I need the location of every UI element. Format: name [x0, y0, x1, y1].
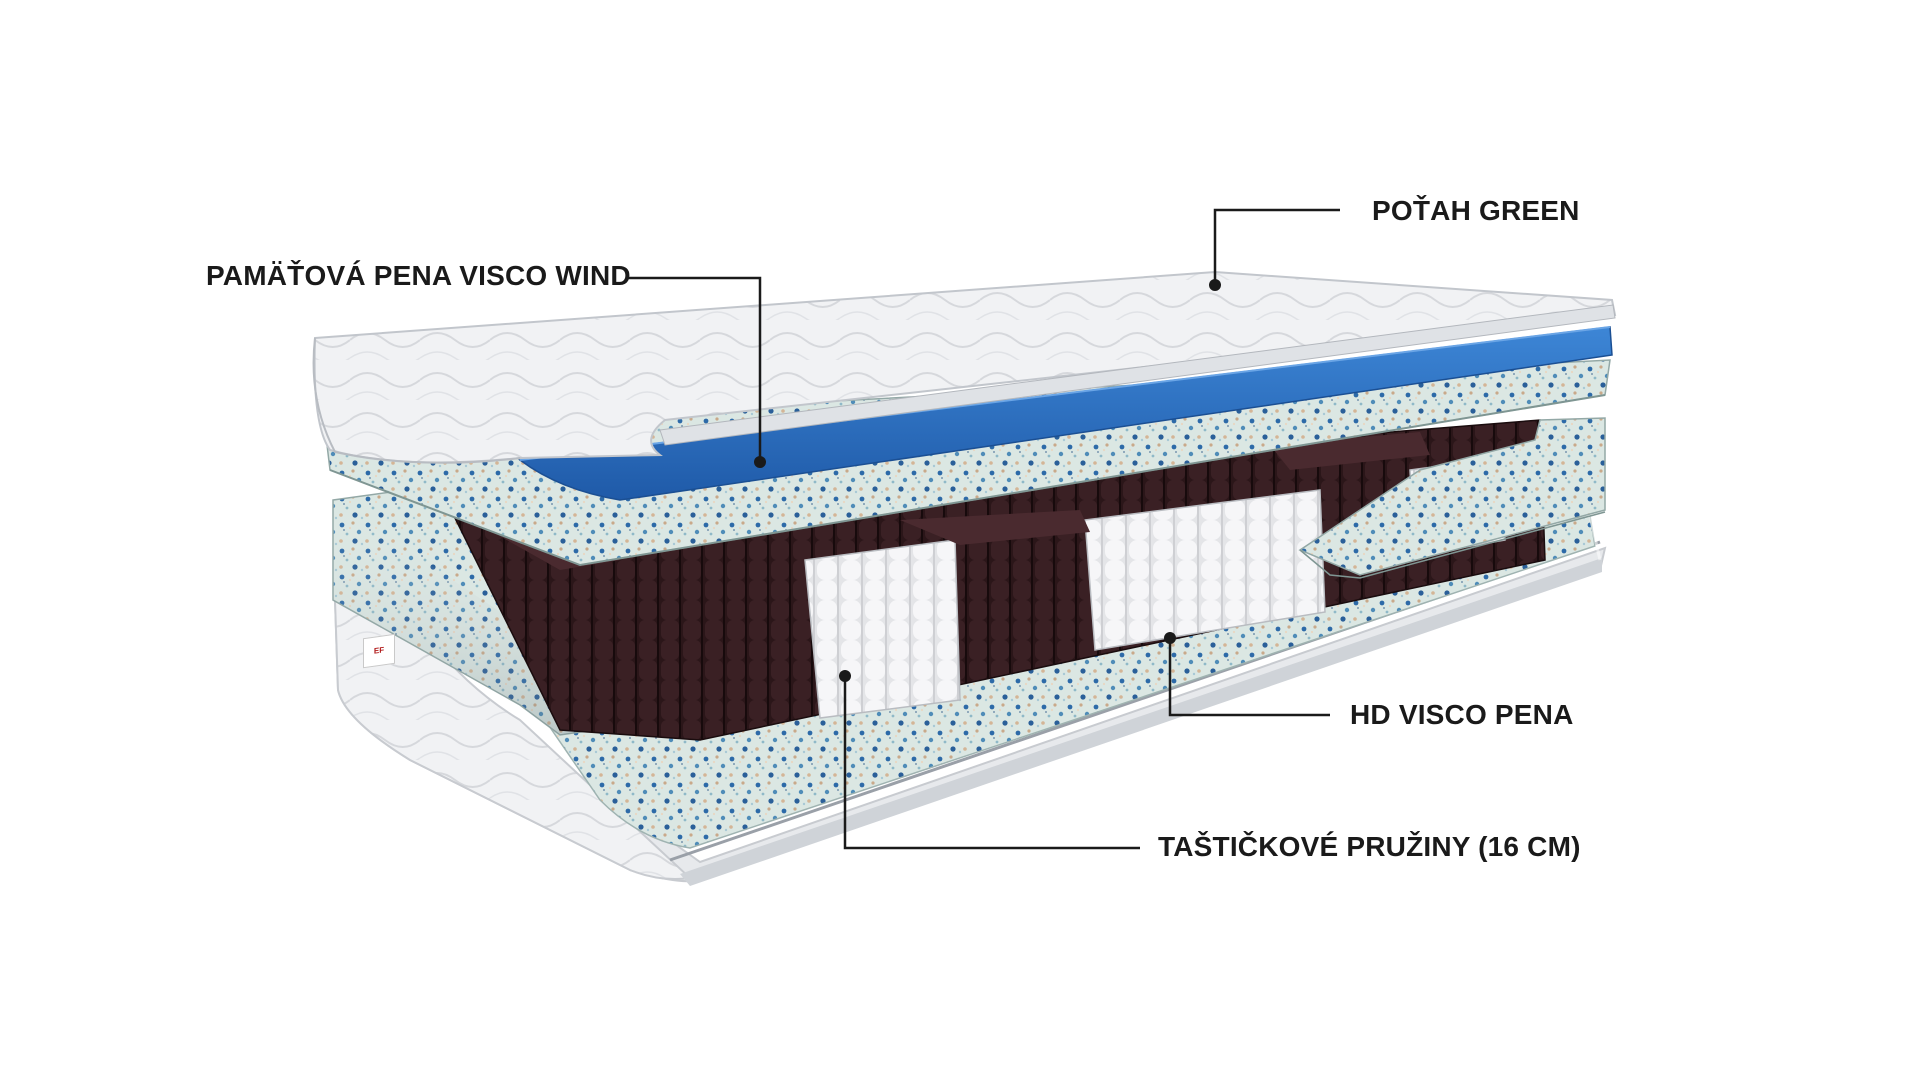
leader-dot-cover: [1209, 279, 1221, 291]
leader-lines: [628, 208, 1340, 850]
leader-line-springs: [843, 676, 1140, 850]
label-pocket-springs: TAŠTIČKOVÉ PRUŽINY (16 CM): [1158, 831, 1581, 862]
label-hd-foam: HD VISCO PENA: [1350, 699, 1574, 730]
label-cover: POŤAH GREEN: [1372, 195, 1580, 226]
hd-foam-right-wedge: [1298, 417, 1606, 579]
leader-line-hd: [1168, 638, 1330, 717]
leader-line-cover: [1213, 208, 1340, 285]
label-memory-foam: PAMÄŤOVÁ PENA VISCO WIND: [206, 260, 631, 291]
leader-dot-memory: [754, 456, 766, 468]
leader-dot-hd: [1164, 632, 1176, 644]
brand-tag-logo: EF: [363, 633, 395, 669]
leader-line-memory: [628, 276, 762, 462]
leader-dot-springs: [839, 670, 851, 682]
top-cover: [312, 270, 1617, 464]
